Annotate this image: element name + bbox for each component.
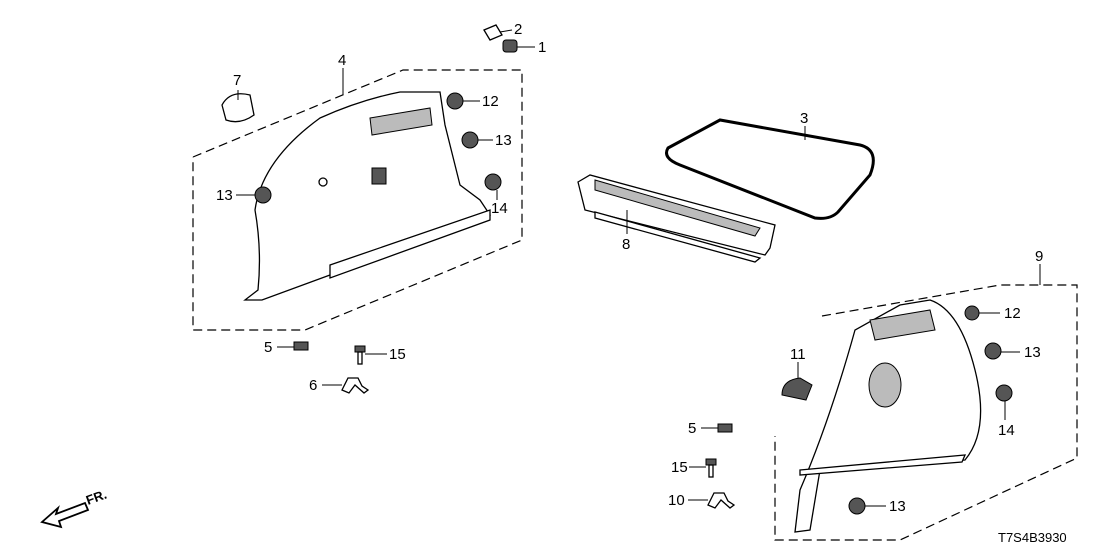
callout-6: 6 [309, 377, 317, 394]
callout-14: 14 [491, 200, 508, 217]
callout-9: 9 [1035, 248, 1043, 265]
front-arrow-icon [40, 501, 90, 529]
clip-part-5a[interactable] [293, 341, 309, 351]
left-side-trim-part[interactable] [243, 91, 491, 301]
bracket-part-6[interactable] [341, 377, 370, 394]
diagram-code: T7S4B3930 [998, 530, 1067, 545]
callout-2: 2 [514, 21, 522, 38]
clip-part-14a[interactable] [484, 173, 502, 191]
callout-12: 12 [482, 93, 499, 110]
callout-1: 1 [538, 39, 546, 56]
clip-part-5b[interactable] [717, 423, 733, 433]
callout-13: 13 [216, 187, 233, 204]
cap-part-11[interactable] [781, 377, 813, 401]
screw-part-15b[interactable] [705, 458, 717, 478]
right-assembly-box [774, 284, 1078, 541]
callout-13: 13 [889, 498, 906, 515]
callout-10: 10 [668, 492, 685, 509]
clip-part-14b[interactable] [995, 384, 1013, 402]
clip-part-1[interactable] [502, 39, 518, 53]
cap-part-7[interactable] [221, 93, 255, 123]
right-side-trim-part[interactable] [794, 299, 982, 533]
callout-7: 7 [233, 72, 241, 89]
clip-part-13d[interactable] [848, 497, 866, 515]
callout-13: 13 [1024, 344, 1041, 361]
screw-part-15a[interactable] [354, 345, 366, 365]
clip-part-12a[interactable] [446, 92, 464, 110]
callout-15: 15 [389, 346, 406, 363]
callout-4: 4 [338, 52, 346, 69]
callout-15: 15 [671, 459, 688, 476]
leader-lines [236, 29, 1041, 507]
bracket-part-10[interactable] [707, 492, 736, 509]
mat-part-3[interactable] [665, 118, 875, 220]
clip-part-12b[interactable] [964, 305, 980, 321]
callout-3: 3 [800, 110, 808, 127]
callout-5: 5 [688, 420, 696, 437]
callout-5: 5 [264, 339, 272, 356]
callout-12: 12 [1004, 305, 1021, 322]
clip-part-13b[interactable] [254, 186, 272, 204]
left-assembly-box [192, 69, 523, 331]
callout-8: 8 [622, 236, 630, 253]
clip-part-13c[interactable] [984, 342, 1002, 360]
front-direction-marker: FR. [40, 487, 109, 529]
callout-13: 13 [495, 132, 512, 149]
clip-part-13a[interactable] [461, 131, 479, 149]
front-label: FR. [84, 487, 109, 508]
callout-14: 14 [998, 422, 1015, 439]
callout-11: 11 [790, 346, 806, 363]
shelf-part-8[interactable] [577, 174, 776, 263]
clip-part-2[interactable] [483, 24, 503, 41]
